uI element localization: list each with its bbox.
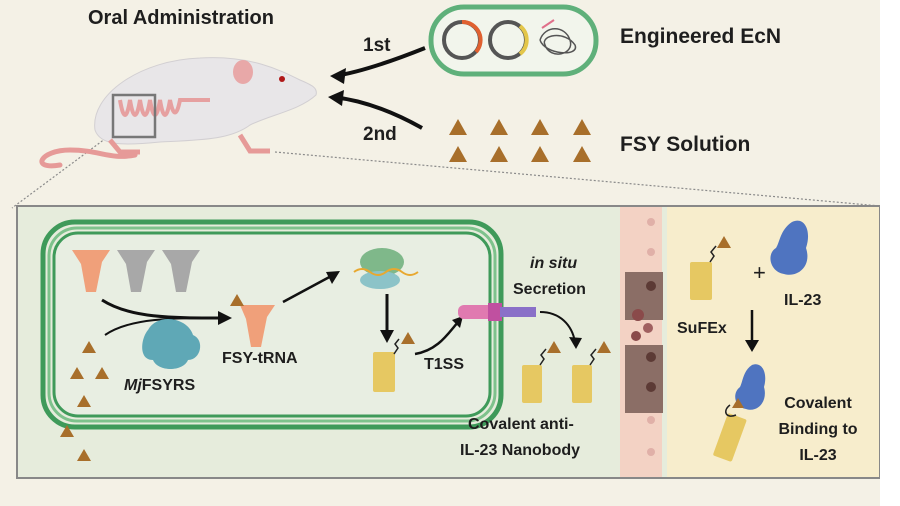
mouse-tail [39, 147, 138, 169]
plus-sign: + [753, 260, 766, 285]
binding-label-line1: Covalent [784, 395, 852, 412]
trna-gray-icon [162, 250, 200, 292]
fsy-triangles-top [449, 119, 591, 162]
chromosome-icon [539, 28, 576, 55]
fsy-triangles-panel [60, 341, 109, 461]
nanobody-label-line1: Covalent anti- [468, 416, 574, 433]
il23-icon [770, 220, 809, 275]
in-situ-label: in situ [530, 255, 578, 272]
binding-label-line3: IL-23 [799, 447, 837, 464]
synthetase-icon [142, 319, 201, 369]
right-margin [880, 0, 900, 506]
mouse-hind-paw [108, 138, 140, 155]
il23-label: IL-23 [784, 292, 822, 309]
zoom-box [111, 93, 157, 139]
second-arrow-head [328, 90, 344, 106]
bound-complex-icon [713, 364, 766, 462]
mouse-eye [279, 76, 285, 82]
epithelium-layer [620, 207, 663, 477]
zoom-line-left [11, 123, 126, 209]
to-ribosome-arrow [282, 272, 336, 304]
ribosome-icon [353, 248, 419, 289]
sufex-label: SuFEx [677, 320, 727, 337]
trna-group [72, 250, 200, 292]
binding-label-line2: Binding to [778, 421, 858, 438]
fsy-trna-label: FSY-tRNA [222, 350, 298, 367]
nanobody-label-line2: IL-23 Nanobody [460, 442, 581, 459]
t1ss-label: T1SS [424, 356, 465, 373]
step-second-label: 2nd [363, 124, 397, 145]
secreted-nanobody-icon [572, 365, 592, 403]
trna-orange-icon [72, 250, 110, 292]
zoom-line-right [274, 151, 881, 207]
mouse-intestine [118, 98, 210, 117]
mouse-ear [233, 60, 253, 84]
fsy-solution-label: FSY Solution [620, 133, 751, 156]
mjfsyrs-italic: Mj [124, 377, 142, 394]
mjfsyrs-label: MjFSYRS [124, 377, 195, 395]
nanobody-icon [373, 352, 395, 392]
mouse-illustration [39, 57, 317, 169]
first-arrow-head [330, 68, 346, 84]
mouse-front-paw [237, 133, 270, 154]
trna-gray-icon [117, 250, 155, 292]
bacterial-cell-membrane [40, 219, 504, 430]
step-first-label: 1st [363, 35, 391, 56]
ecn-bacterium-icon [428, 4, 599, 77]
secreted-nanobody-icon [522, 365, 542, 403]
nanobody-free-icon [690, 262, 712, 300]
engineered-ecn-label: Engineered EcN [620, 25, 782, 48]
mjfsyrs-rest: FSYRS [141, 377, 196, 394]
secretion-label: Secretion [513, 281, 586, 298]
t1ss-transporter-icon [458, 303, 536, 321]
fsy-trna-icon [240, 305, 275, 347]
title: Oral Administration [88, 7, 274, 29]
